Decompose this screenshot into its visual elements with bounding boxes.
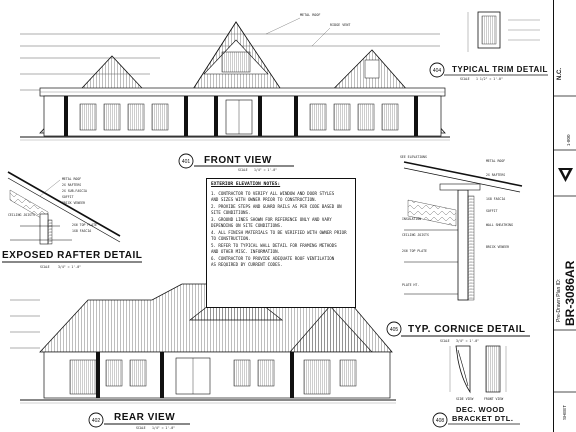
company-abbrev: N.C. xyxy=(557,68,563,80)
cornice-note-brick: BRICK VENEER xyxy=(486,245,509,249)
note-line: DEPENDING ON SITE CONDITIONS. xyxy=(211,223,283,228)
front-view-title: FRONT VIEW xyxy=(204,155,272,166)
rear-view-scale: 1/4" = 1'-0" xyxy=(152,426,175,430)
note-line: 4. ALL FINISH MATERIALS TO BE VERIFIED W… xyxy=(211,229,347,235)
bracket-title-line2: BRACKET DTL. xyxy=(452,414,513,423)
rafter-note-sub-fascia: 2X SUB-FASCIA xyxy=(62,189,87,193)
note-line: TO CONSTRUCTION. xyxy=(211,236,251,241)
plan-id-label: Pre-Drawn Plan ID: xyxy=(556,278,562,322)
rafter-note-fascia: 1X8 FASCIA xyxy=(72,229,91,233)
rear-view-scale-label: SCALE xyxy=(136,426,146,430)
cornice-detail-number: 405 xyxy=(390,327,399,333)
rafter-detail-title: EXPOSED RAFTER DETAIL xyxy=(2,250,142,261)
cornice-detail-scale-label: SCALE xyxy=(440,339,450,343)
plan-id: BR-3086AR xyxy=(563,260,576,326)
cornice-detail-scale: 3/4" = 1'-0" xyxy=(456,339,479,343)
trim-detail-scale-label: SCALE xyxy=(460,77,470,81)
note-line: SITE CONDITIONS. xyxy=(211,210,251,215)
cornice-note-soffit: SOFFIT xyxy=(486,209,498,213)
rafter-note-rafters: 2X RAFTERS xyxy=(62,183,81,187)
rafter-note-soffit: SOFFIT xyxy=(62,195,74,199)
exterior-elevation-notes: EXTERIOR ELEVATION NOTES: 1. CONTRACTOR … xyxy=(206,178,356,308)
rafter-detail-scale: 3/4" = 1'-0" xyxy=(58,265,81,269)
front-view-scale-label: SCALE xyxy=(238,168,248,172)
notes-heading: EXTERIOR ELEVATION NOTES: xyxy=(211,182,281,187)
note-line: 5. REFER TO TYPICAL WALL DETAIL FOR FRAM… xyxy=(211,242,337,248)
note-line: AND OTHER MISC. INFORMATION. xyxy=(211,249,281,254)
note-line: 6. CONTRACTOR TO PROVIDE ADEQUATE ROOF V… xyxy=(211,255,335,261)
note-line: 1. CONTRACTOR TO VERIFY ALL WINDOW AND D… xyxy=(211,190,335,196)
front-view-number: 401 xyxy=(182,159,191,165)
title-block-frame xyxy=(554,95,576,393)
bracket-title-line1: DEC. WOOD xyxy=(456,405,505,414)
rear-view-number: 402 xyxy=(92,418,101,424)
rear-view-title: REAR VIEW xyxy=(114,412,175,423)
note-line: 2. PROVIDE STEPS AND GUARD RAILS AS PER … xyxy=(211,203,342,209)
cornice-note-top-plate: 2X6 TOP PLATE xyxy=(402,249,427,253)
cornice-note-plate-height: PLATE HT. xyxy=(402,283,419,287)
wood-bracket-detail: SIDE VIEW FRONT VIEW 408 DEC. WOOD BRACK… xyxy=(432,345,520,428)
cornice-detail: SEE ELEVATIONS METAL ROOF 2X RAFTERS 1X8… xyxy=(386,155,530,343)
trim-detail-scale: 1 1/2" = 1'-0" xyxy=(476,77,503,81)
trim-detail-title: TYPICAL TRIM DETAIL xyxy=(452,65,548,74)
rafter-note-ceiling-joists: CEILING JOISTS xyxy=(8,213,35,217)
company-phone: 1-800 xyxy=(566,134,571,146)
front-elevation: METAL ROOF RIDGE VENT 401 FRONT VIEW SCA… xyxy=(20,13,450,172)
trim-detail-number: 404 xyxy=(433,68,442,74)
cornice-note-rafters: 2X RAFTERS xyxy=(486,173,505,177)
cornice-note-wall-sheathing: WALL SHEATHING xyxy=(486,223,513,227)
cornice-note-metal-roof: METAL ROOF xyxy=(486,159,505,163)
bracket-side-view-label: SIDE VIEW xyxy=(456,397,473,401)
cornice-note-fascia: 1X8 FASCIA xyxy=(486,197,505,201)
exposed-rafter-detail: METAL ROOF 2X RAFTERS 2X SUB-FASCIA SOFF… xyxy=(2,171,142,269)
svg-text:RIDGE VENT: RIDGE VENT xyxy=(330,23,350,27)
note-line: AS REQUIRED BY CURRENT CODES. xyxy=(211,262,283,267)
cornice-detail-title: TYP. CORNICE DETAIL xyxy=(408,324,525,335)
note-line: AND SIZES WITH OWNER PRIOR TO CONSTRUCTI… xyxy=(211,197,317,202)
rafter-note-metal-roof: METAL ROOF xyxy=(62,177,81,181)
title-block: N.C. 1-800 Pre-Drawn Plan ID: BR-3086AR … xyxy=(553,0,576,432)
cornice-note-ceiling-joists: CEILING JOISTS xyxy=(402,233,429,237)
rafter-note-brick: BRICK VENEER xyxy=(62,201,85,205)
rafter-note-top-plate: 2X6 TOP PLATE xyxy=(72,223,97,227)
typical-trim-detail: 404 TYPICAL TRIM DETAIL SCALE 1 1/2" = 1… xyxy=(429,11,548,81)
cornice-note-see-elevations: SEE ELEVATIONS xyxy=(400,155,427,159)
note-line: 3. GROUND LINES SHOWN FOR REFERENCE ONLY… xyxy=(211,216,332,222)
sheet-label: SHEET xyxy=(562,404,567,420)
svg-text:METAL ROOF: METAL ROOF xyxy=(300,13,320,17)
bracket-detail-number: 408 xyxy=(436,418,445,424)
cornice-note-insulation: INSULATION xyxy=(402,217,421,221)
rafter-detail-scale-label: SCALE xyxy=(40,265,50,269)
bracket-front-view-label: FRONT VIEW xyxy=(484,397,503,401)
front-view-scale: 1/4" = 1'-0" xyxy=(254,168,277,172)
